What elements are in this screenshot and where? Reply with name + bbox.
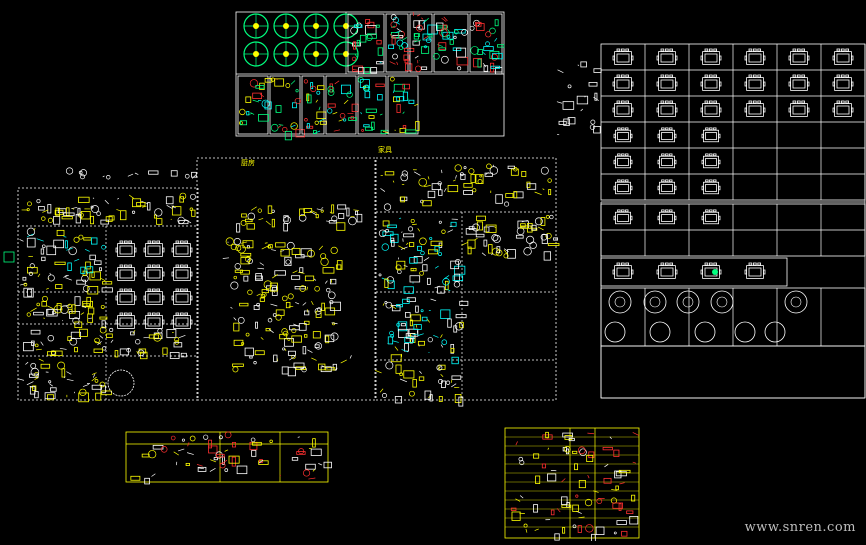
right-sheet-tag: 家具	[378, 147, 392, 154]
watermark: www.snren.com	[745, 520, 856, 535]
legend-table-center	[505, 428, 639, 538]
center-sheet-tag: 厨房	[241, 160, 255, 167]
legend-table-left	[126, 432, 328, 482]
center-sheet-frame	[197, 158, 375, 400]
